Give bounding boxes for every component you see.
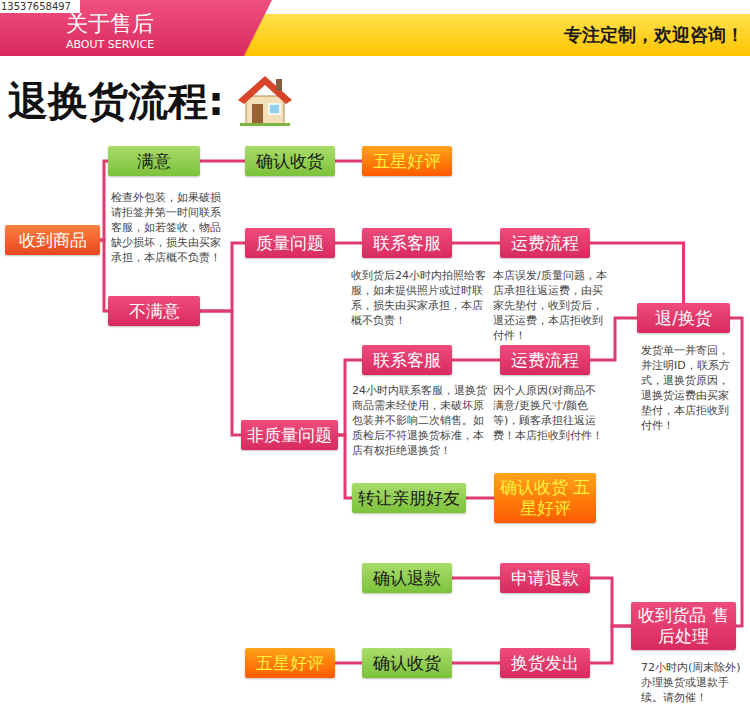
header-band <box>218 14 750 56</box>
rating-box: 确认收货 五星好评 <box>494 473 596 523</box>
box-text: 满意 <box>137 151 171 172</box>
connector <box>335 662 362 665</box>
process-box: 退/换货 <box>637 303 730 333</box>
connector <box>590 626 631 663</box>
connector <box>100 161 108 240</box>
note-text: 因个人原因(对商品不满意/更换尺寸/颜色等)，顾客承担往返运费！本店拒收到付件！ <box>493 383 607 443</box>
box-text: 确认收货 <box>373 653 441 674</box>
box-text: 转让亲朋好友 <box>358 488 460 509</box>
box-text: 退/换货 <box>655 308 712 329</box>
note-text: 收到货后24小时内拍照给客服，如未提供照片或过时联系，损失由买家承担，本店概不负… <box>351 268 489 328</box>
header-subtitle: ABOUT SERVICE <box>20 37 200 52</box>
connector <box>200 311 241 435</box>
connector <box>452 662 500 665</box>
box-text: 非质量问题 <box>247 425 332 446</box>
connector <box>452 359 500 362</box>
rating-box: 五星好评 <box>362 146 452 176</box>
house-icon <box>238 76 292 126</box>
connector <box>730 318 742 626</box>
box-text: 收到商品 <box>19 230 87 251</box>
connector <box>338 435 352 498</box>
box-text: 确认收货 五星好评 <box>494 477 596 519</box>
rating-box: 五星好评 <box>245 648 335 678</box>
header-slogan: 专注定制，欢迎咨询！ <box>470 22 744 47</box>
process-box: 换货发出 <box>500 648 590 678</box>
process-box: 不满意 <box>108 296 200 326</box>
box-text: 确认收货 <box>256 151 324 172</box>
note-text: 本店误发/质量问题，本店承担往返运费，由买家先垫付，收到货后，退还运费，本店拒收… <box>493 268 607 343</box>
note-text: 72小时内(周末除外)办理换货或退款手续。请勿催！ <box>641 660 741 705</box>
process-box: 运费流程 <box>500 228 590 258</box>
connector <box>466 497 494 500</box>
process-box: 联系客服 <box>362 228 452 258</box>
connector <box>335 242 362 245</box>
note-text: 检查外包装，如果破损请拒签并第一时间联系客服，如若签收，物品缺少损坏，损失由买家… <box>111 190 228 265</box>
result-box: 确认退款 <box>362 563 452 593</box>
header-title: 关于售后 <box>20 8 200 39</box>
box-text: 运费流程 <box>511 350 579 371</box>
process-box: 非质量问题 <box>241 420 338 450</box>
process-box: 质量问题 <box>245 228 335 258</box>
box-text: 收到货品 售后处理 <box>631 605 736 647</box>
box-text: 五星好评 <box>256 653 324 674</box>
connector <box>452 577 500 580</box>
connector <box>200 160 245 163</box>
connector <box>590 578 631 626</box>
box-text: 换货发出 <box>511 653 579 674</box>
process-box: 联系客服 <box>362 345 452 375</box>
box-text: 运费流程 <box>511 233 579 254</box>
box-text: 不满意 <box>129 301 180 322</box>
result-box: 确认收货 <box>245 146 335 176</box>
box-text: 联系客服 <box>373 233 441 254</box>
process-box: 运费流程 <box>500 345 590 375</box>
result-box: 确认收货 <box>362 648 452 678</box>
box-text: 五星好评 <box>373 151 441 172</box>
header-tab <box>0 0 272 56</box>
connector <box>100 240 108 311</box>
process-box: 申请退款 <box>500 563 590 593</box>
page-title: 退换货流程: <box>8 76 224 126</box>
box-text: 质量问题 <box>256 233 324 254</box>
box-text: 确认退款 <box>373 568 441 589</box>
note-text: 24小时内联系客服，退换货商品需未经使用，未破坏原包装并不影响二次销售。如质检后… <box>352 383 490 458</box>
process-box: 收到货品 售后处理 <box>631 602 736 650</box>
box-text: 联系客服 <box>373 350 441 371</box>
start-box: 收到商品 <box>5 225 100 255</box>
note-text: 发货单一并寄回，并注明ID，联系方式，退换货原因，退换货运费由买家垫付，本店拒收… <box>641 343 737 433</box>
connector <box>452 242 500 245</box>
result-box: 转让亲朋好友 <box>352 483 466 513</box>
connector <box>335 160 362 163</box>
result-box: 满意 <box>108 146 200 176</box>
box-text: 申请退款 <box>511 568 579 589</box>
